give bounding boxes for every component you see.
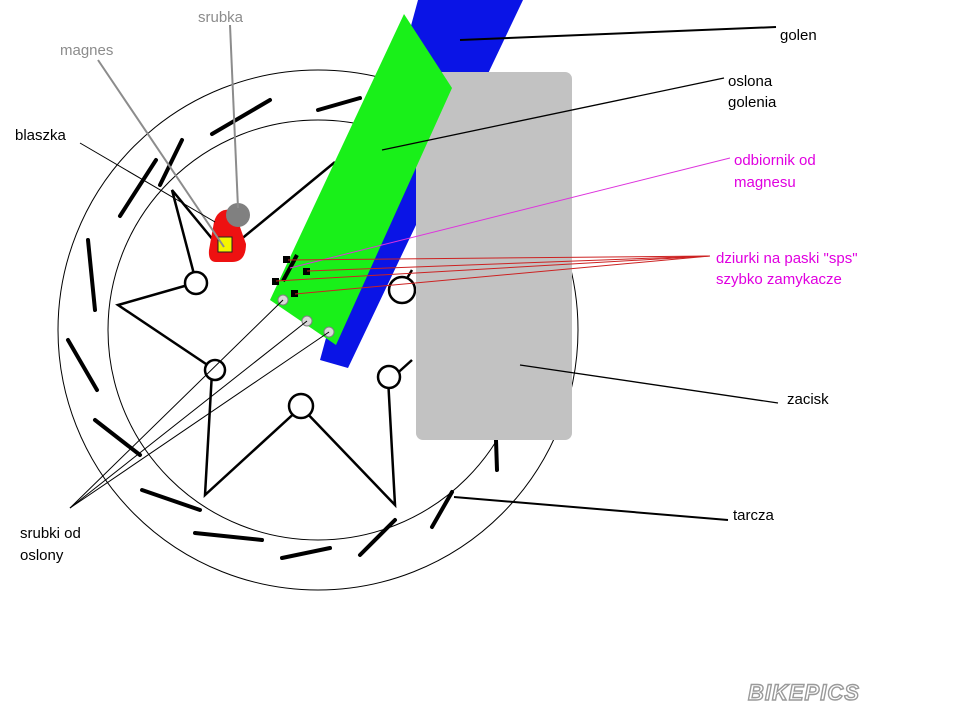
watermark-text: BIKEPICS xyxy=(748,680,860,705)
label-odbiornik-line2: magnesu xyxy=(734,174,796,191)
disc-outer-edge xyxy=(57,69,579,591)
magnet xyxy=(217,236,233,253)
label-srubki-line1: srubki od xyxy=(20,525,81,542)
label-oslona-line1: oslona xyxy=(728,73,773,90)
brake-caliper xyxy=(416,72,572,440)
fork-guard xyxy=(270,14,452,345)
labels: srubka magnes blaszka golen oslona golen… xyxy=(15,9,858,564)
sps-holes xyxy=(272,256,310,297)
label-odbiornik-line1: odbiornik od xyxy=(734,152,816,169)
disc-slots xyxy=(66,96,499,560)
leader-tarcza xyxy=(453,496,729,521)
label-dziurki-line1: dziurki na paski "sps" xyxy=(716,250,858,267)
label-srubki-line2: oslony xyxy=(20,547,64,564)
leader-odbiornik xyxy=(289,157,731,269)
leader-magnes xyxy=(97,59,225,248)
leader-zacisk xyxy=(519,364,779,404)
disc-rivets xyxy=(183,270,417,420)
label-oslona-line2: golenia xyxy=(728,94,777,111)
leader-srubki xyxy=(69,299,330,509)
leader-oslona xyxy=(381,77,725,151)
leader-srubka xyxy=(229,24,239,209)
label-dziurki-line2: szybko zamykacze xyxy=(716,271,842,288)
magnet-bolt xyxy=(226,203,250,227)
leader-lines xyxy=(69,24,779,521)
brake-disc xyxy=(57,69,579,591)
bikepics-watermark: BIKEPICS xyxy=(747,679,860,705)
label-magnes: magnes xyxy=(60,42,113,59)
label-zacisk: zacisk xyxy=(787,391,829,408)
label-golen: golen xyxy=(780,27,817,44)
magnet-assembly xyxy=(208,203,250,262)
leader-dziurki xyxy=(275,255,711,295)
leader-blaszka xyxy=(79,142,216,223)
label-blaszka: blaszka xyxy=(15,127,67,144)
label-srubka: srubka xyxy=(198,9,244,26)
label-tarcza: tarcza xyxy=(733,507,775,524)
leader-golen xyxy=(459,26,777,41)
